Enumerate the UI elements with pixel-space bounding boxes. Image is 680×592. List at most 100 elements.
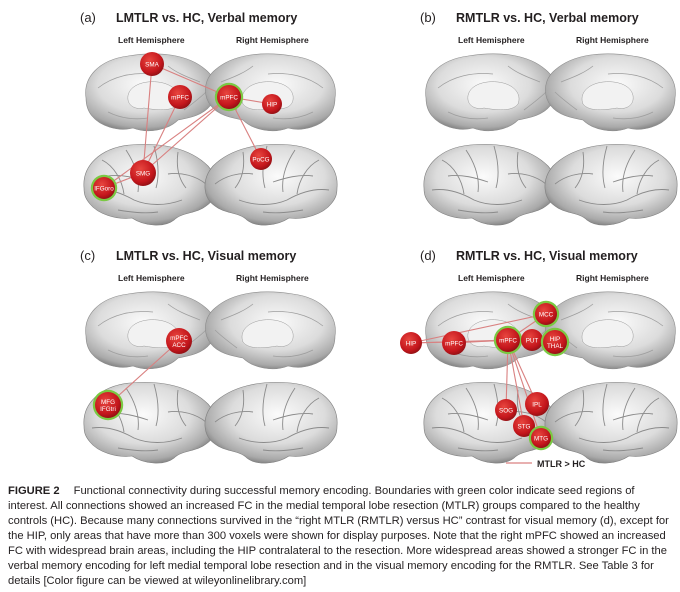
roi-label: IPL — [532, 401, 542, 408]
roi-node: HIP — [400, 332, 422, 354]
right-hemisphere-label: Right Hemisphere — [576, 35, 649, 45]
roi-circle — [496, 328, 520, 352]
roi-node: MCC — [532, 300, 560, 328]
right-hemisphere-label: Right Hemisphere — [236, 35, 309, 45]
roi-label: mPFC — [170, 335, 188, 342]
roi-label: IFGoro — [94, 185, 114, 192]
legend-label: MTLR > HC — [537, 459, 586, 469]
panel-title: RMTLR vs. HC, Visual memory — [456, 249, 638, 263]
left-hemisphere-label: Left Hemisphere — [118, 273, 185, 283]
roi-node: SOG — [495, 399, 517, 421]
roi-node: mPFC — [214, 82, 244, 112]
right-hemisphere-label: Right Hemisphere — [236, 273, 309, 283]
roi-label: SOG — [499, 407, 513, 414]
roi-circle — [442, 331, 466, 355]
roi-circle — [543, 330, 567, 354]
roi-label: SMG — [136, 170, 150, 177]
roi-label: HIP — [406, 340, 417, 347]
brain-right-medial — [545, 53, 676, 132]
connection-line — [410, 313, 547, 344]
roi-node: mPFC — [442, 331, 466, 355]
roi-node: HIP — [262, 94, 282, 114]
roi-circle — [535, 303, 557, 325]
roi-label: IFGtri — [100, 406, 116, 413]
roi-circle — [400, 332, 422, 354]
roi-node: IPL — [525, 392, 549, 416]
connection-line — [142, 96, 181, 174]
roi-circle — [93, 177, 115, 199]
caption-label: FIGURE 2 — [8, 485, 60, 497]
brain-left-lateral — [423, 143, 557, 226]
roi-label: SMA — [145, 61, 159, 68]
roi-label: PoCG — [252, 156, 269, 163]
roi-label: PUT — [526, 337, 539, 344]
left-hemisphere-label: Left Hemisphere — [458, 35, 525, 45]
panel-title: RMTLR vs. HC, Verbal memory — [456, 11, 639, 25]
roi-label: MFG — [101, 399, 115, 406]
brain-right-lateral — [544, 143, 678, 226]
roi-node: mPFC — [168, 85, 192, 109]
panel-title: LMTLR vs. HC, Verbal memory — [116, 11, 297, 25]
roi-circle — [525, 392, 549, 416]
roi-label: HIP — [267, 101, 278, 108]
legend: MTLR > HC — [506, 459, 586, 469]
roi-label: mPFC — [499, 337, 517, 344]
roi-circle — [168, 85, 192, 109]
roi-circle — [217, 85, 241, 109]
roi-label: mPFC — [171, 94, 189, 101]
roi-circle — [531, 428, 551, 448]
panel-letter: (a) — [80, 10, 96, 25]
connection-line — [142, 96, 230, 174]
panel-title: LMTLR vs. HC, Visual memory — [116, 249, 296, 263]
roi-label: STG — [518, 423, 531, 430]
left-hemisphere-label: Left Hemisphere — [118, 35, 185, 45]
roi-circle — [262, 94, 282, 114]
roi-node: SMG — [130, 160, 156, 186]
roi-label: mPFC — [445, 340, 463, 347]
brain-left-medial — [425, 53, 556, 132]
roi-node: MTG — [528, 425, 554, 451]
connection-line — [107, 340, 180, 406]
roi-circle — [521, 329, 543, 351]
roi-node: mPFC — [493, 325, 523, 355]
roi-circle — [513, 415, 535, 437]
roi-label: mPFC — [220, 94, 238, 101]
brain-right-lateral — [204, 381, 338, 464]
brain-left-medial — [85, 291, 216, 370]
roi-node: IFGoro — [90, 174, 118, 202]
roi-label: MCC — [539, 311, 554, 318]
panel-letter: (b) — [420, 10, 436, 25]
roi-label: HIP — [550, 336, 561, 343]
connection-line — [142, 63, 153, 174]
roi-node: PUT — [521, 329, 543, 351]
roi-node: STG — [513, 415, 535, 437]
roi-node: SMA — [140, 52, 164, 76]
caption-text: Functional connectivity during successfu… — [8, 485, 669, 587]
roi-circle — [250, 148, 272, 170]
connection-line — [507, 339, 525, 427]
roi-node: PoCG — [250, 148, 272, 170]
right-hemisphere-label: Right Hemisphere — [576, 273, 649, 283]
panel-letter: (c) — [80, 248, 95, 263]
brain-right-medial — [205, 291, 336, 370]
connection-line — [507, 339, 542, 439]
left-hemisphere-label: Left Hemisphere — [458, 273, 525, 283]
roi-circle — [95, 392, 121, 418]
brain-right-lateral — [544, 381, 678, 464]
connection-line — [103, 96, 230, 189]
roi-label: ACC — [172, 342, 186, 349]
roi-circle — [130, 160, 156, 186]
roi-circle — [140, 52, 164, 76]
panel-letter: (d) — [420, 248, 436, 263]
roi-label: THAL — [547, 343, 564, 350]
brain-right-medial — [545, 291, 676, 370]
roi-circle — [166, 328, 192, 354]
